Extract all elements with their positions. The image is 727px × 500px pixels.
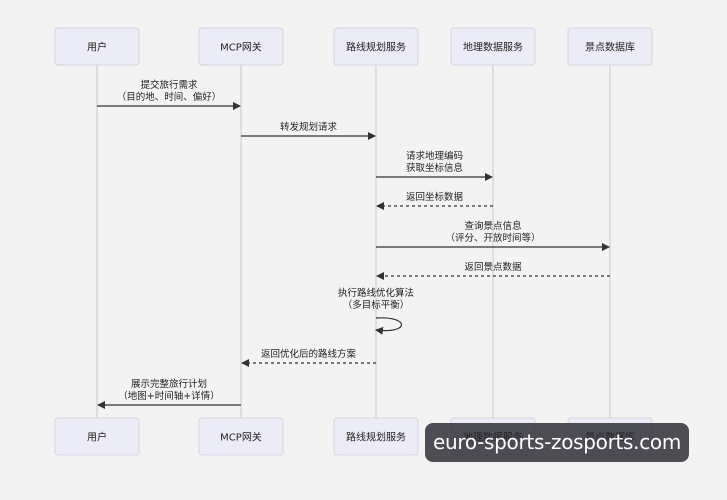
- participant-box: [54, 417, 140, 456]
- participant-label: 景点数据库: [585, 41, 635, 54]
- participant-label: 地理数据服务: [463, 41, 523, 54]
- message-label: （多目标平衡）: [343, 299, 410, 311]
- message-label: （地图+时间轴+详情）: [118, 390, 219, 402]
- message-label: 获取坐标信息: [406, 162, 463, 174]
- participant-label: MCP网关: [220, 431, 262, 444]
- participant-box: [198, 27, 284, 66]
- message: 提交旅行需求（目的地、时间、偏好）: [97, 79, 241, 110]
- message: 转发规划请求: [241, 121, 376, 140]
- message-label: 返回景点数据: [464, 261, 522, 273]
- message-label: 返回坐标数据: [406, 191, 464, 203]
- message: 返回景点数据: [376, 261, 610, 280]
- participant-label: 用户: [87, 431, 107, 444]
- participant-bottom: 用户: [54, 417, 140, 456]
- message: 返回优化后的路线方案: [241, 348, 376, 367]
- message: 查询景点信息（评分、开放时间等）: [376, 220, 610, 251]
- participant-box: [333, 27, 419, 66]
- participant-label: 用户: [87, 41, 107, 54]
- message-label: 请求地理编码: [406, 150, 463, 162]
- participant-label: 路线规划服务: [346, 431, 406, 444]
- message-label: 查询景点信息: [464, 220, 521, 232]
- message-label: 展示完整旅行计划: [131, 378, 207, 390]
- message-label: 执行路线优化算法: [338, 287, 414, 299]
- participant-box: [54, 27, 140, 66]
- participant-bottom: MCP网关: [198, 417, 284, 456]
- message: 执行路线优化算法（多目标平衡）: [338, 287, 414, 335]
- participant-top: 地理数据服务: [450, 27, 536, 66]
- participant-bottom: 路线规划服务: [333, 417, 419, 456]
- message-label: （评分、开放时间等）: [445, 232, 540, 244]
- participant-label: MCP网关: [220, 41, 262, 54]
- participant-top: 用户: [54, 27, 140, 66]
- participant-top: 路线规划服务: [333, 27, 419, 66]
- message: 展示完整旅行计划（地图+时间轴+详情）: [97, 378, 241, 409]
- participant-box: [450, 27, 536, 66]
- self-call-arrow: [375, 317, 403, 335]
- message-label: 提交旅行需求: [140, 79, 198, 91]
- message-label: 返回优化后的路线方案: [261, 348, 357, 360]
- participant-label: 路线规划服务: [346, 41, 406, 54]
- participant-top: MCP网关: [198, 27, 284, 66]
- participant-box: [333, 417, 419, 456]
- participant-top: 景点数据库: [567, 27, 653, 66]
- participant-box: [198, 417, 284, 456]
- participant-box: [567, 27, 653, 66]
- message: 返回坐标数据: [376, 191, 493, 210]
- message-label: （目的地、时间、偏好）: [117, 91, 222, 103]
- watermark: euro-sports-zosports.com: [425, 423, 689, 462]
- message-label: 转发规划请求: [280, 121, 338, 133]
